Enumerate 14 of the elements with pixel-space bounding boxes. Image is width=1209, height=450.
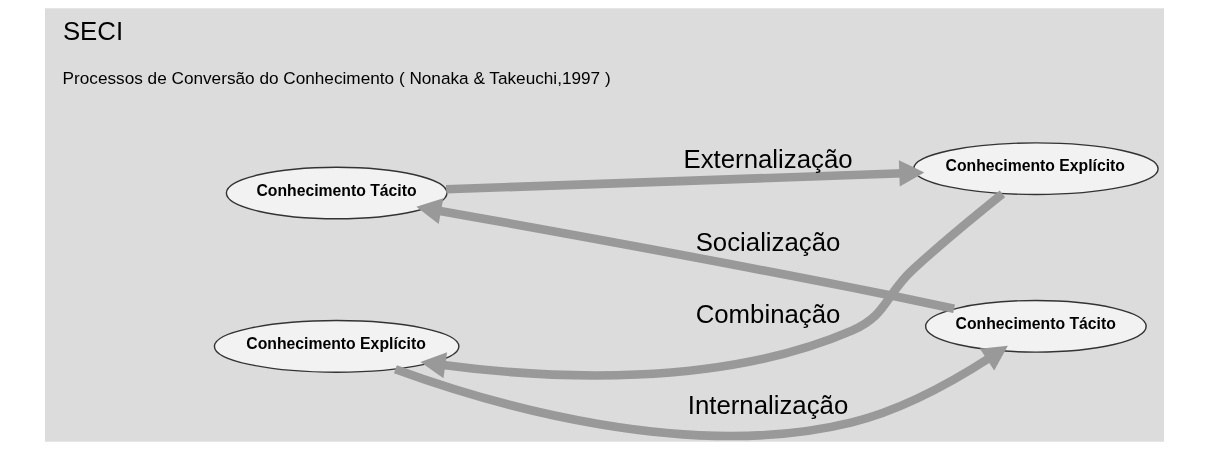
arrow	[416, 198, 955, 313]
caption: Processos de Conversão do Conhecimento ( Nonaka & Takeuchi,1997 )	[62, 68, 611, 89]
edge-label: Externalização	[683, 144, 853, 173]
edge-label: Internalização	[687, 391, 849, 420]
edge-label: Socialização	[695, 227, 841, 256]
node-ellipse: Conhecimento Explícito	[213, 319, 460, 373]
edge-label: Combinação	[695, 299, 841, 328]
diagram-title: SECI	[62, 17, 124, 46]
arrow	[445, 160, 925, 194]
arrow	[420, 190, 1006, 380]
node-ellipse: Conhecimento Tácito	[225, 166, 448, 220]
arrow	[394, 345, 1008, 441]
node-ellipse: Conhecimento Tácito	[924, 299, 1147, 353]
node-ellipse: Conhecimento Explícito	[912, 142, 1159, 196]
